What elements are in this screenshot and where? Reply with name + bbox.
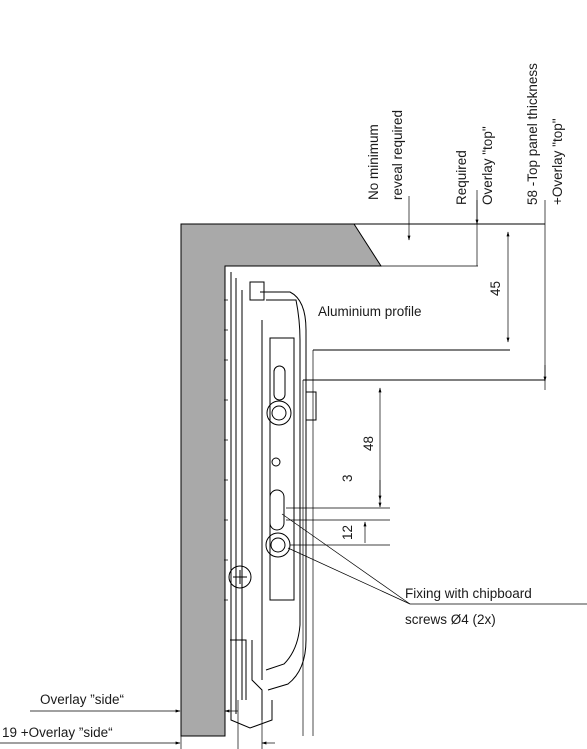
hinge-mechanism — [224, 272, 317, 729]
dim-12: 12 — [340, 525, 355, 540]
label-fixing-line2: screws Ø4 (2x) — [405, 612, 496, 627]
label-fixing-line1: Fixing with chipboard — [405, 586, 532, 601]
label-overlay-top: Overlay "top" — [480, 126, 495, 205]
label-19-overlay-side: 19 +Overlay ”side“ — [2, 725, 113, 740]
dimension-lines — [0, 190, 587, 749]
dim-48: 48 — [361, 436, 376, 451]
label-reveal-required: reveal required — [390, 110, 405, 200]
dim-3: 3 — [340, 474, 355, 482]
label-aluminium-profile: Aluminium profile — [318, 304, 422, 319]
label-no-minimum: No minimum — [366, 124, 381, 200]
dim-45: 45 — [488, 281, 503, 296]
label-overlay-top-2: +Overlay "top" — [550, 118, 565, 205]
label-required: Required — [454, 150, 469, 205]
label-overlay-side: Overlay ”side“ — [40, 692, 124, 707]
label-top-panel-thickness: 58 -Top panel thickness — [525, 63, 540, 205]
cabinet-carcass — [181, 223, 545, 749]
